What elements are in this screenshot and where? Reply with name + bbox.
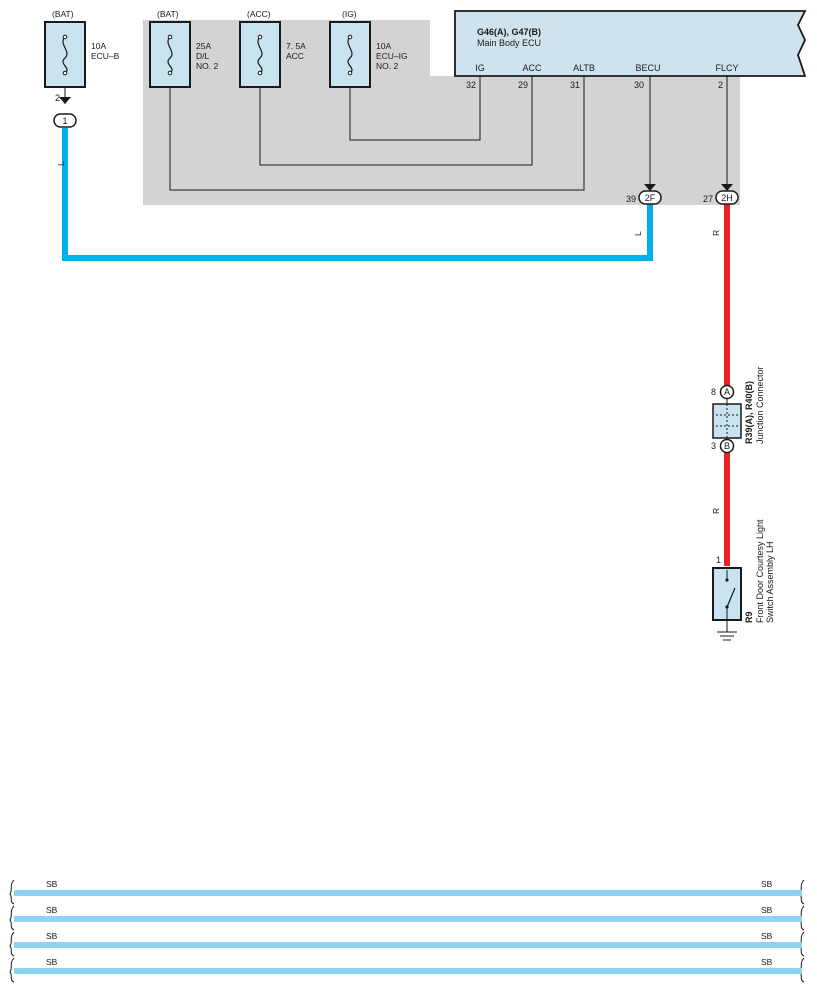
sb-label-left: SB — [46, 905, 58, 915]
sb-label-left: SB — [46, 931, 58, 941]
terminal-acc-pin: 29 — [518, 80, 528, 90]
junction-b-pin: 3 — [711, 441, 716, 451]
junction-a-pin: 8 — [711, 387, 716, 397]
connector-2h — [715, 190, 739, 205]
fuse-rating: 25A — [196, 41, 211, 51]
fuse-ecu-b: (BAT) 10A ECU–B — [44, 9, 120, 88]
terminal-becu-label: BECU — [635, 63, 660, 73]
fuse-icon — [62, 36, 68, 74]
fuse-name: D/L — [196, 51, 210, 61]
fuse-acc: (ACC) 7. 5A ACC — [239, 9, 306, 88]
fuse-icon — [167, 36, 173, 74]
fuse-rating: 7. 5A — [286, 41, 306, 51]
terminal-ig-pin: 32 — [466, 80, 476, 90]
sb-label-right: SB — [761, 879, 773, 889]
sb-label-right: SB — [761, 957, 773, 967]
junction-a-label: A — [724, 387, 730, 397]
fuse-number: NO. 2 — [376, 61, 398, 71]
terminal-flcy-pin: 2 — [718, 80, 723, 90]
wire-ig — [349, 75, 481, 141]
arrow-down-icon — [644, 184, 656, 191]
fuse-name: ECU–B — [91, 51, 120, 61]
fuse-rating: 10A — [376, 41, 391, 51]
fuse-rating: 10A — [91, 41, 106, 51]
sb-label-right: SB — [761, 905, 773, 915]
fuse-icon — [257, 36, 263, 74]
fuse-source: (BAT) — [52, 9, 74, 19]
switch-name-line2: Switch Assembly LH — [765, 541, 775, 623]
connector-1 — [53, 113, 77, 128]
switch-contact-icon — [726, 587, 736, 608]
fuse-icon — [347, 36, 353, 74]
terminal-becu-pin: 30 — [634, 80, 644, 90]
switch-pin: 1 — [716, 555, 721, 565]
terminal-acc-label: ACC — [522, 63, 542, 73]
ground-icon — [717, 631, 737, 641]
connector-2h-label: 2H — [721, 193, 733, 203]
terminal-altb-pin: 31 — [570, 80, 580, 90]
fuse-source: (BAT) — [157, 9, 179, 19]
connector-2h-pin: 27 — [703, 194, 713, 204]
fuse-source: (ACC) — [247, 9, 271, 19]
junction-connector: A 8 B 3 — [711, 384, 742, 454]
fuse-ecu-ig-no2: (IG) 10A ECU–IG NO. 2 — [329, 9, 408, 88]
connector-2f-pin: 39 — [626, 194, 636, 204]
internal-wires — [64, 75, 728, 191]
fuse-box-area — [143, 20, 740, 205]
wire-label-red-top: R — [711, 230, 721, 236]
arrow-down-icon — [59, 97, 71, 104]
courtesy-switch — [712, 567, 742, 632]
terminal-altb-label: ALTB — [573, 63, 595, 73]
sb-label-right: SB — [761, 931, 773, 941]
switch-name-line1: Front Door Courtesy Light — [755, 519, 765, 623]
connector-2f — [638, 190, 662, 205]
fuse-name: ACC — [286, 51, 304, 61]
switch-code: R9 — [744, 611, 754, 623]
terminal-ig-label: IG — [475, 63, 485, 73]
sb-label-left: SB — [46, 957, 58, 967]
connector-2f-label: 2F — [645, 193, 656, 203]
junction-name: Junction Connector — [755, 366, 765, 444]
junction-code: R39(A), R40(B) — [744, 381, 754, 444]
wire-blue-l — [62, 128, 653, 261]
wire-altb — [169, 75, 585, 191]
wire-label-blue-right: L — [633, 231, 643, 236]
junction-b-label: B — [724, 441, 730, 451]
wire-label-red-mid: R — [711, 508, 721, 514]
fuse-dl-no2: (BAT) 25A D/L NO. 2 — [149, 9, 218, 88]
fuse-number: NO. 2 — [196, 61, 218, 71]
wire-label-blue-left: L — [56, 161, 66, 166]
ecu-code: G46(A), G47(B) — [477, 27, 541, 37]
sb-lines: SB SB SB SB SB SB SB SB — [9, 879, 805, 983]
connector-1-label: 1 — [62, 116, 67, 126]
fuse-name: ECU–IG — [376, 51, 408, 61]
fuse-source: (IG) — [342, 9, 357, 19]
arrow-down-icon — [721, 184, 733, 191]
terminal-flcy-label: FLCY — [715, 63, 738, 73]
sb-label-left: SB — [46, 879, 58, 889]
main-body-ecu-box — [454, 10, 807, 77]
fuse-pin-number: 2 — [55, 93, 60, 103]
wire-acc — [259, 75, 533, 166]
ecu-name: Main Body ECU — [477, 38, 541, 48]
